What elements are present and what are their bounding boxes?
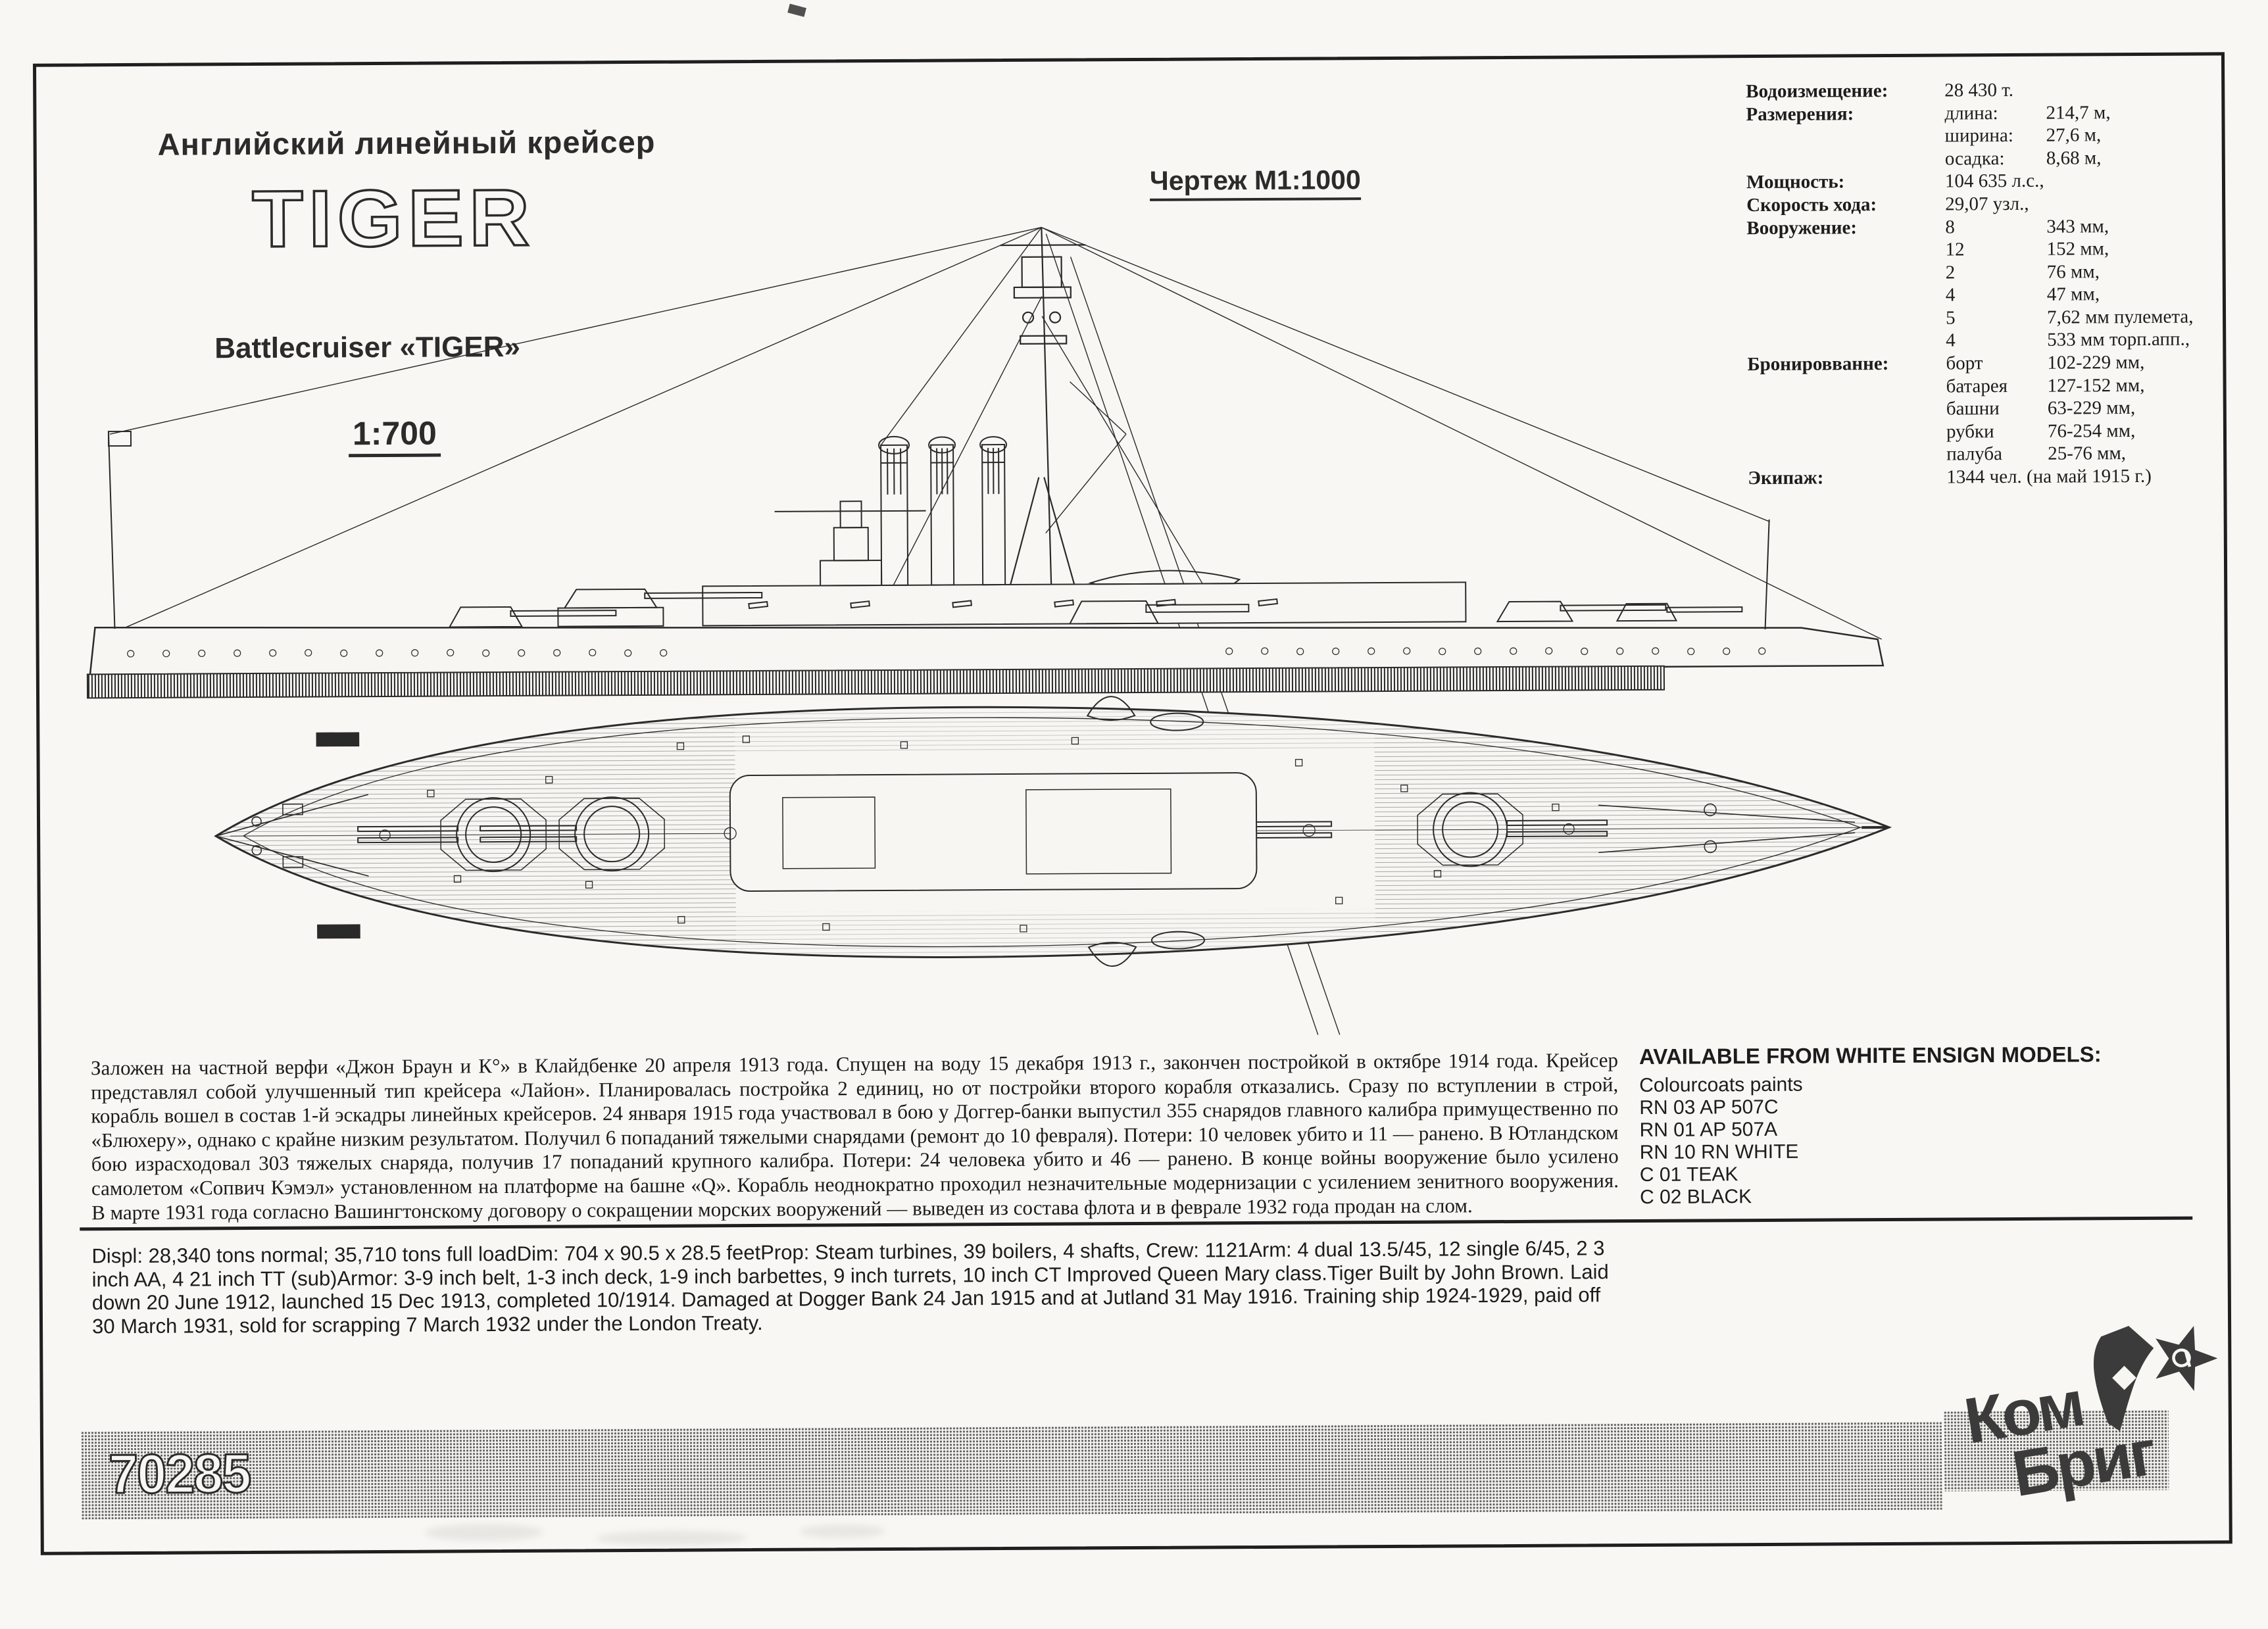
star-icon [2156, 1326, 2218, 1392]
funnels [878, 435, 1008, 587]
white-ensign-models-block: AVAILABLE FROM WHITE ENSIGN MODELS: Colo… [1639, 1041, 2219, 1209]
plan-bow-gear [215, 732, 369, 939]
casemate-battery [702, 581, 1467, 627]
plan-boats [1086, 696, 1206, 967]
spec-row: Размерения:длина:214,7 м, [1746, 102, 2111, 126]
plan-bridge-deck [782, 796, 876, 869]
wem-line: RN 10 RN WHITE [1639, 1140, 1799, 1163]
waterline-hatch-band [86, 665, 1665, 699]
catalog-number: 70285 [109, 1442, 251, 1505]
deck-plan-view [214, 696, 1892, 967]
spec-row: Водоизмещение:28 430 т. [1746, 79, 2014, 103]
scan-artifact-speck [787, 3, 806, 17]
stern-flagpole [1764, 519, 1770, 630]
plan-turret-b [480, 796, 666, 872]
plan-superstructure [729, 772, 1258, 892]
wem-line: C 01 TEAK [1639, 1163, 1738, 1186]
plan-deck-fittings [379, 735, 1575, 933]
kombrig-logo-emblem [2093, 1326, 2218, 1432]
wem-line: Colourcoats paints [1639, 1073, 1803, 1096]
catalog-number-outline-text: 70285 [107, 1442, 251, 1506]
title-russian: Английский линейный крейсер [157, 124, 656, 162]
ship-name-outline-text: TIGER [251, 176, 536, 265]
casemate-guns [748, 598, 1279, 610]
plan-turret-a [357, 797, 547, 873]
flag-icon [2093, 1326, 2154, 1432]
history-text-english: Displ: 28,340 tons normal; 35,710 tons f… [91, 1236, 1609, 1338]
bow-jackstaff [107, 430, 132, 629]
portholes [127, 647, 1766, 658]
drawing-scale-label: Чертеж М1:1000 [1149, 164, 1361, 201]
plan-stern-gear [1598, 803, 1888, 854]
plan-shelter-deck [1025, 788, 1172, 875]
turrets-aft [1496, 600, 1743, 623]
wem-line: RN 03 AP 507C [1639, 1096, 1779, 1119]
spec-row: осадка:8,68 м, [1944, 147, 2102, 170]
side-profile-view [86, 227, 1885, 1035]
ship-line-drawing [86, 227, 1892, 1035]
ship-name: TIGER [252, 176, 535, 264]
turret-a [448, 606, 617, 628]
ships-boat [1088, 570, 1241, 585]
catalog-number-band [80, 1421, 1943, 1520]
spec-row: Мощность:104 635 л.с., [1746, 170, 2044, 193]
wem-line: RN 01 AP 507A [1639, 1118, 1778, 1141]
turret-q [1068, 600, 1250, 625]
wem-line: C 02 BLACK [1639, 1186, 1752, 1208]
history-text-russian: Заложен на частной верфи «Джон Браун и К… [90, 1048, 1619, 1224]
bridge-structure [774, 500, 926, 587]
plan-turret-x [1417, 792, 1608, 867]
turret-b [557, 588, 763, 627]
spec-row: ширина:27,6 м, [1944, 124, 2102, 147]
tripod-mast [1000, 227, 1086, 585]
wem-heading: AVAILABLE FROM WHITE ENSIGN MODELS: [1639, 1042, 2102, 1069]
